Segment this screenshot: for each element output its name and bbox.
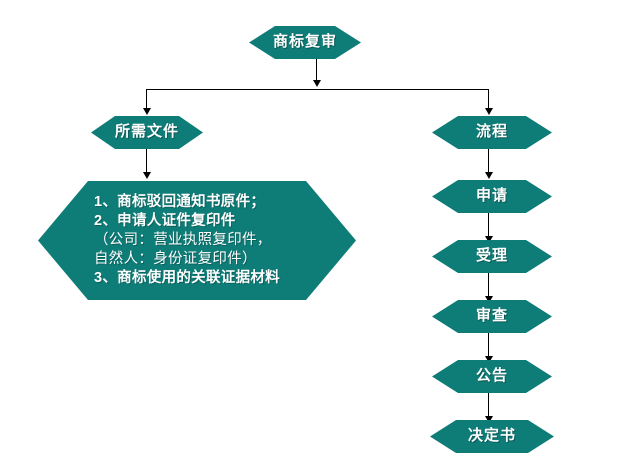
connector-step-2-to-3 xyxy=(488,273,489,298)
node-document-list[interactable]: 1、商标驳回通知书原件； 2、申请人证件复印件 （公司：营业执照复印件， 自然人… xyxy=(38,181,356,300)
document-line-4: 自然人：身份证复印件） xyxy=(94,251,257,268)
connector-step-4-to-5 xyxy=(488,393,489,418)
arrowhead-step-2 xyxy=(485,236,493,243)
node-trademark-review[interactable]: 商标复审 xyxy=(249,26,361,59)
document-list-text: 1、商标驳回通知书原件； 2、申请人证件复印件 （公司：营业执照复印件， 自然人… xyxy=(38,193,280,289)
document-line-2: 2、申请人证件复印件 xyxy=(94,212,236,229)
connector-step-3-to-4 xyxy=(488,333,489,358)
arrowhead-top-stem xyxy=(313,80,321,87)
node-label: 决定书 xyxy=(467,427,516,445)
node-process[interactable]: 流程 xyxy=(432,116,552,149)
node-step-announcement[interactable]: 公告 xyxy=(432,360,552,393)
connector-process-to-step-1 xyxy=(488,149,489,174)
document-line-5: 3、商标使用的关联证据材料 xyxy=(94,270,280,287)
connector-split-bar xyxy=(146,89,489,90)
arrowhead-step-1 xyxy=(485,172,493,179)
node-label: 公告 xyxy=(475,367,508,385)
arrowhead-step-4 xyxy=(485,356,493,363)
node-step-application[interactable]: 申请 xyxy=(432,180,552,213)
connector-step-1-to-2 xyxy=(488,213,489,238)
node-label: 流程 xyxy=(475,123,508,141)
arrowhead-step-5 xyxy=(485,416,493,423)
arrowhead-left-to-doc xyxy=(143,172,151,179)
node-label: 申请 xyxy=(475,187,508,205)
connector-top-stem xyxy=(316,59,317,82)
node-required-documents[interactable]: 所需文件 xyxy=(91,116,203,149)
node-label: 商标复审 xyxy=(272,33,337,51)
node-label: 审查 xyxy=(475,307,508,325)
connector-split-right xyxy=(488,89,489,110)
node-step-decision[interactable]: 决定书 xyxy=(430,420,554,453)
document-line-3: （公司：营业执照复印件， xyxy=(94,231,272,248)
arrowhead-step-3 xyxy=(485,296,493,303)
arrowhead-split-left xyxy=(143,108,151,115)
node-label: 所需文件 xyxy=(114,123,179,141)
node-label: 受理 xyxy=(475,247,508,265)
node-step-acceptance[interactable]: 受理 xyxy=(432,240,552,273)
node-step-examination[interactable]: 审查 xyxy=(432,300,552,333)
document-line-1: 1、商标驳回通知书原件； xyxy=(94,193,266,210)
connector-split-left xyxy=(146,89,147,110)
connector-left-to-doc xyxy=(146,149,147,174)
arrowhead-split-right xyxy=(485,108,493,115)
